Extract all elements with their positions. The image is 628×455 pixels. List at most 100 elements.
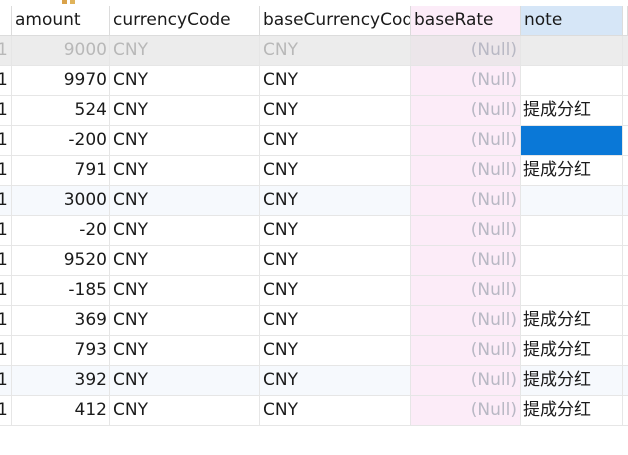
baserate-cell[interactable]: (Null) [411,306,521,335]
next-column-cell[interactable] [623,66,628,95]
next-column-cell[interactable] [623,186,628,215]
baserate-cell[interactable]: (Null) [411,66,521,95]
table-row[interactable]: 19000CNYCNY(Null) [0,36,628,66]
currencycode-cell[interactable]: CNY [110,246,260,275]
basecurrencycode-cell[interactable]: CNY [260,396,411,425]
baserate-cell[interactable]: (Null) [411,366,521,395]
note-cell[interactable]: 提成分红 [521,366,623,395]
baserate-cell[interactable]: (Null) [411,216,521,245]
baserate-cell[interactable]: (Null) [411,276,521,305]
basecurrencycode-cell[interactable]: CNY [260,126,411,155]
next-column-cell[interactable] [623,396,628,425]
currencycode-cell[interactable]: CNY [110,186,260,215]
baserate-cell[interactable]: (Null) [411,126,521,155]
basecurrencycode-cell[interactable]: CNY [260,156,411,185]
basecurrencycode-cell[interactable]: CNY [260,216,411,245]
note-cell[interactable]: 提成分红 [521,96,623,125]
note-cell[interactable] [521,276,623,305]
amount-cell[interactable]: -200 [12,126,110,155]
column-header-currencycode[interactable]: currencyCode [110,6,260,35]
basecurrencycode-cell[interactable]: CNY [260,336,411,365]
next-column-cell[interactable] [623,96,628,125]
note-cell[interactable]: 提成分红 [521,306,623,335]
next-column-cell[interactable] [623,156,628,185]
basecurrencycode-cell[interactable]: CNY [260,66,411,95]
next-column-cell[interactable] [623,366,628,395]
table-row[interactable]: 13000CNYCNY(Null) [0,186,628,216]
currencycode-cell[interactable]: CNY [110,216,260,245]
note-cell[interactable] [521,186,623,215]
amount-cell[interactable]: 412 [12,396,110,425]
toolbar-icon [70,0,75,4]
note-cell[interactable] [521,126,623,155]
amount-cell[interactable]: 9520 [12,246,110,275]
column-header-baserate[interactable]: baseRate [411,6,521,35]
table-row[interactable]: 1793CNYCNY(Null)提成分红 [0,336,628,366]
amount-cell[interactable]: 793 [12,336,110,365]
basecurrencycode-cell[interactable]: CNY [260,36,411,65]
amount-cell[interactable]: 524 [12,96,110,125]
baserate-cell[interactable]: (Null) [411,246,521,275]
note-cell[interactable] [521,246,623,275]
baserate-cell[interactable]: (Null) [411,396,521,425]
basecurrencycode-cell[interactable]: CNY [260,186,411,215]
amount-cell[interactable]: 9970 [12,66,110,95]
amount-cell[interactable]: 791 [12,156,110,185]
note-cell[interactable]: 提成分红 [521,156,623,185]
currencycode-cell[interactable]: CNY [110,306,260,335]
baserate-cell[interactable]: (Null) [411,156,521,185]
amount-cell[interactable]: -185 [12,276,110,305]
note-cell[interactable] [521,36,623,65]
note-cell[interactable]: 提成分红 [521,396,623,425]
table-row[interactable]: 1392CNYCNY(Null)提成分红 [0,366,628,396]
column-header-amount[interactable]: amount [12,6,110,35]
note-cell[interactable] [521,216,623,245]
amount-cell[interactable]: 3000 [12,186,110,215]
currencycode-cell[interactable]: CNY [110,276,260,305]
note-cell[interactable]: 提成分红 [521,336,623,365]
next-column-cell[interactable] [623,246,628,275]
currencycode-cell[interactable]: CNY [110,366,260,395]
basecurrencycode-cell[interactable]: CNY [260,276,411,305]
next-column-cell[interactable] [623,36,628,65]
table-row[interactable]: 1412CNYCNY(Null)提成分红 [0,396,628,426]
note-cell[interactable] [521,66,623,95]
currencycode-cell[interactable]: CNY [110,66,260,95]
amount-cell[interactable]: 369 [12,306,110,335]
baserate-cell[interactable]: (Null) [411,336,521,365]
currencycode-cell[interactable]: CNY [110,156,260,185]
next-column-cell[interactable] [623,216,628,245]
currencycode-cell[interactable]: CNY [110,36,260,65]
table-row[interactable]: 19970CNYCNY(Null) [0,66,628,96]
amount-cell[interactable]: 392 [12,366,110,395]
currencycode-cell[interactable]: CNY [110,336,260,365]
column-header-note[interactable]: note [521,6,623,35]
baserate-cell[interactable]: (Null) [411,186,521,215]
next-column-cell[interactable] [623,276,628,305]
table-row[interactable]: 1791CNYCNY(Null)提成分红 [0,156,628,186]
baserate-cell[interactable]: (Null) [411,96,521,125]
currencycode-cell[interactable]: CNY [110,96,260,125]
row-indicator: 1 [0,276,12,305]
basecurrencycode-cell[interactable]: CNY [260,246,411,275]
basecurrencycode-cell[interactable]: CNY [260,96,411,125]
row-indicator-header [0,6,12,35]
next-column-cell[interactable] [623,306,628,335]
column-header-next[interactable]: a [623,6,628,35]
currencycode-cell[interactable]: CNY [110,126,260,155]
next-column-cell[interactable] [623,336,628,365]
basecurrencycode-cell[interactable]: CNY [260,366,411,395]
amount-cell[interactable]: 9000 [12,36,110,65]
table-row[interactable]: 19520CNYCNY(Null) [0,246,628,276]
table-row[interactable]: 1524CNYCNY(Null)提成分红 [0,96,628,126]
currencycode-cell[interactable]: CNY [110,396,260,425]
amount-cell[interactable]: -20 [12,216,110,245]
basecurrencycode-cell[interactable]: CNY [260,306,411,335]
next-column-cell[interactable] [623,126,628,155]
baserate-cell[interactable]: (Null) [411,36,521,65]
table-row[interactable]: 1369CNYCNY(Null)提成分红 [0,306,628,336]
column-header-basecurrencycode[interactable]: baseCurrencyCode [260,6,411,35]
